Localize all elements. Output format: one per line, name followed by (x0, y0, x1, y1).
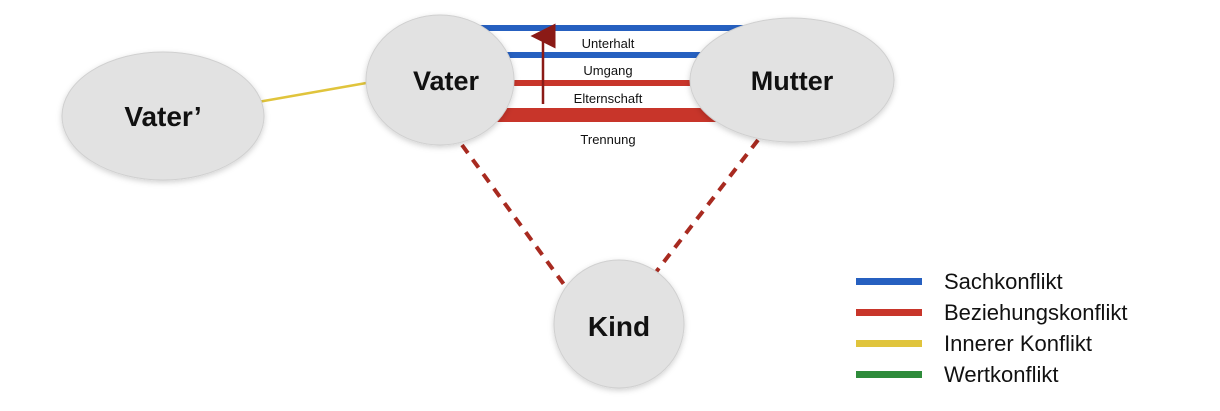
legend-item-wertkonflikt: Wertkonflikt (856, 359, 1127, 390)
node-mutter-label: Mutter (751, 66, 834, 96)
vater-kind-dotted-line (460, 143, 570, 292)
legend-swatch (856, 309, 922, 316)
mutter-kind-dotted-line (654, 138, 760, 274)
legend-swatch (856, 340, 922, 347)
node-kind-label: Kind (588, 311, 650, 342)
label-unterhalt: Unterhalt (582, 36, 635, 51)
legend-label: Sachkonflikt (944, 268, 1063, 294)
label-umgang: Umgang (583, 63, 632, 78)
legend-item-sachkonflikt: Sachkonflikt (856, 266, 1127, 297)
legend-item-innerer-konflikt: Innerer Konflikt (856, 328, 1127, 359)
legend: Sachkonflikt Beziehungskonflikt Innerer … (856, 266, 1127, 390)
label-trennung: Trennung (580, 132, 635, 147)
node-kind: Kind (553, 259, 685, 389)
node-mutter: Mutter (689, 17, 895, 143)
label-elternschaft: Elternschaft (574, 91, 643, 106)
legend-swatch (856, 371, 922, 378)
legend-item-beziehungskonflikt: Beziehungskonflikt (856, 297, 1127, 328)
node-vater-label: Vater (413, 66, 480, 96)
node-vater: Vater (365, 14, 515, 146)
node-vater-prime-label: Vater’ (124, 101, 201, 132)
node-vater-prime: Vater’ (61, 51, 265, 181)
legend-label: Wertkonflikt (944, 361, 1059, 387)
legend-label: Innerer Konflikt (944, 330, 1092, 356)
inner-conflict-line (257, 80, 373, 104)
legend-label: Beziehungskonflikt (944, 299, 1128, 325)
legend-swatch (856, 278, 922, 285)
